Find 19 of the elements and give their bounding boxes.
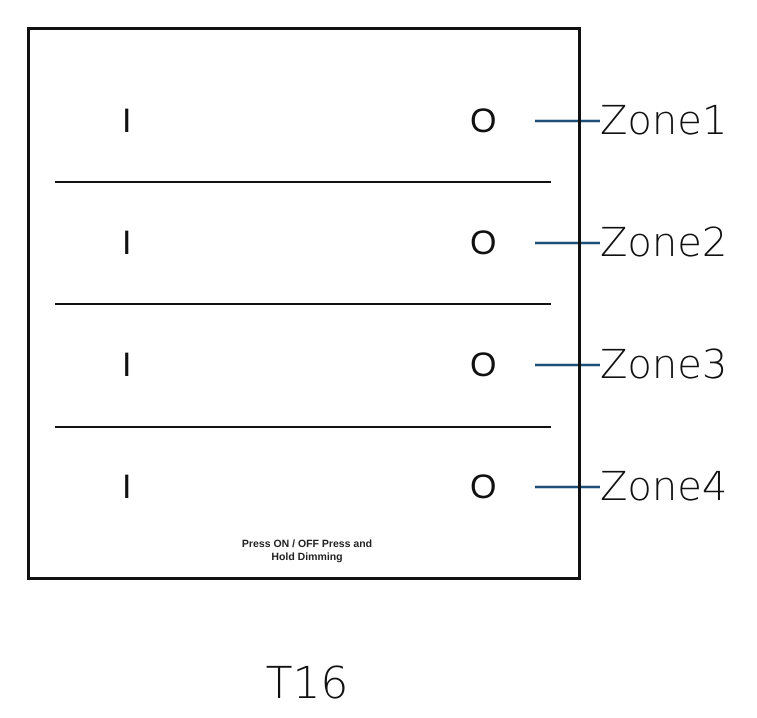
leader-line: [535, 364, 600, 366]
off-mark: O: [470, 467, 496, 507]
off-mark: O: [470, 101, 496, 141]
leader-line: [535, 242, 600, 244]
zone-label: Zone4: [600, 463, 728, 511]
model-caption: T16: [264, 658, 350, 710]
zone-label: Zone2: [600, 219, 728, 267]
on-mark: I: [122, 101, 132, 141]
zone-label: Zone1: [600, 97, 728, 145]
zone-label: Zone3: [600, 341, 728, 389]
device-panel: [27, 27, 581, 580]
instruction-note: Press ON / OFF Press and Hold Dimming: [240, 538, 374, 564]
off-mark: O: [470, 223, 496, 263]
on-mark: I: [122, 467, 132, 507]
on-mark: I: [122, 345, 132, 385]
leader-line: [535, 120, 600, 122]
on-mark: I: [122, 223, 132, 263]
leader-line: [535, 486, 600, 488]
off-mark: O: [470, 345, 496, 385]
